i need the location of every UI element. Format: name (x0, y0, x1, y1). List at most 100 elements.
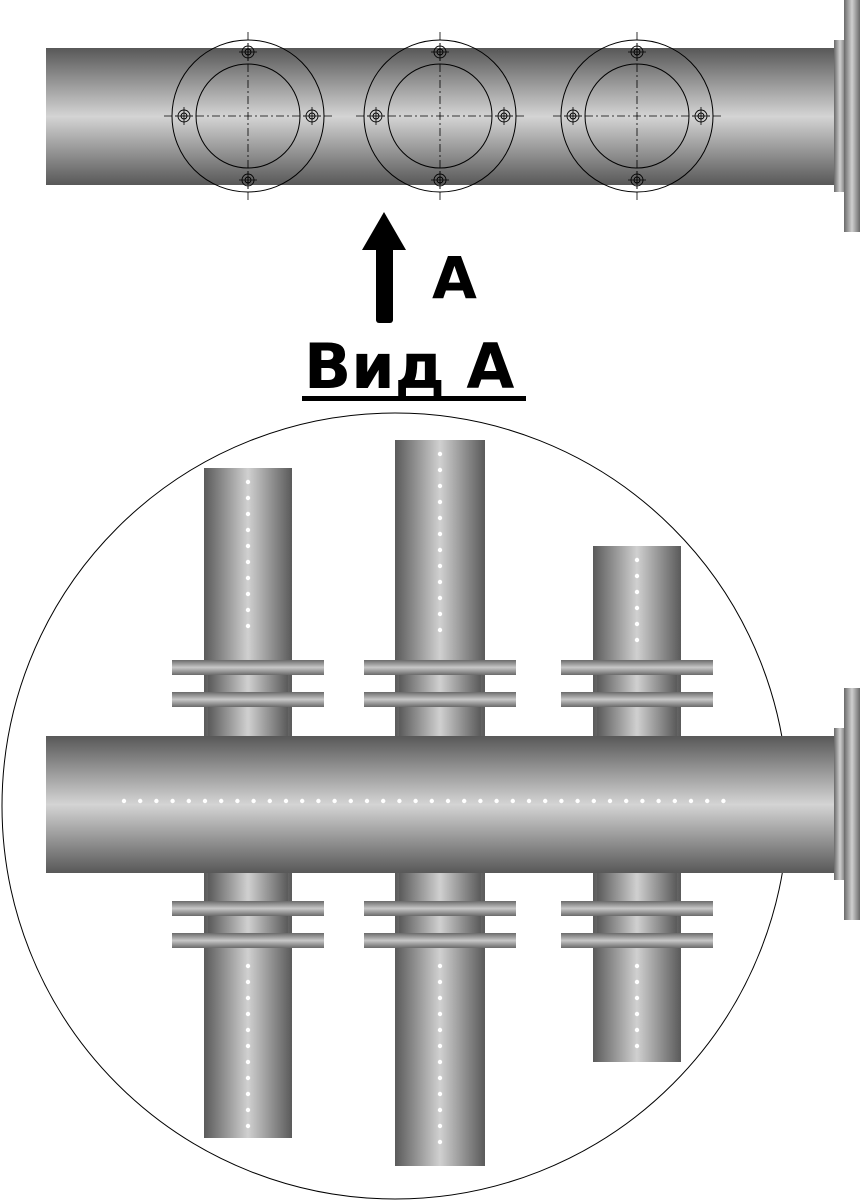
flange-neck (399, 873, 481, 901)
main-pipe-perforation (121, 798, 726, 804)
perforation-dot (437, 467, 443, 473)
perforation-dot (437, 1027, 443, 1033)
perforation-dot (462, 798, 467, 804)
perforation-dot (634, 621, 640, 627)
perforation-dot (138, 798, 143, 804)
perforation-dot (634, 979, 640, 985)
perforation-dot (245, 591, 251, 597)
branch-flange (364, 933, 516, 948)
perforation-dot (640, 798, 645, 804)
perforation-dot (245, 963, 251, 969)
detail-view (1, 412, 860, 1200)
perforation-dot (245, 1027, 251, 1033)
perforation-dot (245, 607, 251, 613)
flange-neck (208, 916, 288, 933)
perforation-dot (437, 579, 443, 585)
branch-flange (561, 660, 713, 675)
perforation-dot (634, 557, 640, 563)
top-main-pipe (46, 48, 836, 185)
perforation-dot (245, 1043, 251, 1049)
bolt-hole (628, 171, 646, 189)
branch-flange (561, 692, 713, 707)
branch-flange (561, 901, 713, 916)
perforation-dot (634, 589, 640, 595)
bolt-hole (239, 171, 257, 189)
perforation-dot (186, 798, 191, 804)
branch-flange (172, 660, 324, 675)
bolt-hole (692, 107, 710, 125)
perforation-dot (559, 798, 564, 804)
perforation-dot (437, 1107, 443, 1113)
perforation-dot (437, 1123, 443, 1129)
view-title-underline (302, 396, 526, 401)
detail-main-pipe (46, 736, 836, 873)
perforation-dot (154, 798, 159, 804)
top-end-flange-neck (834, 40, 846, 192)
perforation-dot (429, 798, 434, 804)
perforation-dot (437, 1043, 443, 1049)
perforation-dot (437, 979, 443, 985)
perforation-dot (437, 1059, 443, 1065)
arrow-label: A (432, 244, 477, 312)
top-view (46, 0, 860, 232)
top-end-flange (844, 0, 860, 232)
perforation-dot (672, 798, 677, 804)
perforation-dot (202, 798, 208, 804)
perforation-dot (634, 605, 640, 611)
perforation-dot (235, 798, 240, 804)
perforation-dot (437, 451, 443, 457)
perforation-dot (437, 627, 443, 633)
perforation-dot (656, 798, 661, 804)
perforation-dot (437, 963, 443, 969)
perforation-dot (245, 1075, 251, 1081)
top-flange-group (164, 32, 721, 200)
perforation-dot (634, 1011, 640, 1017)
flange-neck (399, 707, 481, 736)
flange-neck (399, 916, 481, 933)
flange-neck (597, 675, 677, 692)
branch-flange (172, 901, 324, 916)
branch-flange (172, 933, 324, 948)
perforation-dot (348, 798, 353, 804)
perforation-dot (510, 798, 515, 804)
flange-neck (208, 707, 288, 736)
perforation-dot (437, 995, 443, 1001)
perforation-dot (245, 527, 251, 533)
perforation-dot (437, 531, 443, 537)
perforation-dot (688, 798, 694, 804)
perforation-dot (494, 798, 499, 804)
flange-neck (597, 873, 677, 901)
perforation-dot (437, 515, 443, 521)
view-title: Вид А (304, 330, 514, 403)
perforation-dot (381, 798, 386, 804)
perforation-dot (437, 1091, 443, 1097)
perforation-dot (705, 798, 710, 804)
bolt-hole (239, 43, 257, 61)
branch-flange (364, 692, 516, 707)
branch-flange (364, 660, 516, 675)
perforation-dot (634, 995, 640, 1001)
branch-pipes (172, 440, 713, 1166)
perforation-dot (300, 798, 305, 804)
perforation-dot (634, 963, 640, 969)
perforation-dot (245, 575, 251, 581)
perforation-dot (575, 798, 580, 804)
perforation-dot (437, 611, 443, 617)
perforation-dot (245, 623, 251, 629)
bolt-hole (367, 107, 385, 125)
perforation-dot (245, 979, 251, 985)
perforation-dot (634, 637, 640, 643)
bolt-hole (431, 171, 449, 189)
bolt-hole (175, 107, 193, 125)
detail-end-flange (844, 688, 860, 920)
perforation-dot (634, 1027, 640, 1033)
perforation-dot (245, 479, 251, 485)
bolt-hole (564, 107, 582, 125)
perforation-dot (437, 1011, 443, 1017)
perforation-dot (251, 798, 256, 804)
perforation-dot (245, 543, 251, 549)
perforation-dot (245, 559, 251, 565)
perforation-dot (591, 798, 596, 804)
perforation-dot (245, 1091, 251, 1097)
